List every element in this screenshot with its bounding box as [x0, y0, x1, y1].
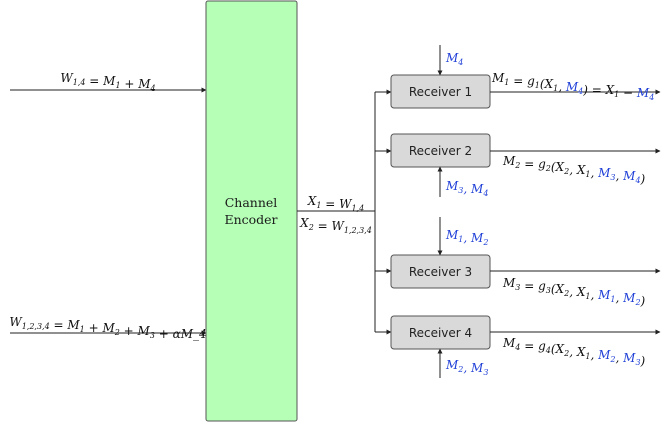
receiver-4-label: Receiver 4 [409, 326, 472, 340]
x2-label: X2 = W1,2,3,4 [299, 216, 372, 235]
decoder-2-label: M2 = g2(X2, X1, M3, M4) [502, 154, 646, 186]
input-bottom-label: W1,2,3,4 = M1 + M2 + M3 + αM_4 [9, 315, 206, 341]
decoder-1-label: M1 = g1(X1, M4) = X1 − M4 [491, 71, 654, 102]
encoder-label-line2: Encoder [224, 212, 277, 227]
side-info-2: M3, M4 [445, 179, 488, 198]
receiver-2-label: Receiver 2 [409, 144, 472, 158]
side-info-3: M1, M2 [445, 228, 488, 247]
x1-label: X1 = W1,4 [307, 194, 364, 213]
encoder-label-line1: Channel [225, 195, 278, 210]
side-info-1: M4 [445, 51, 463, 67]
receiver-1-label: Receiver 1 [409, 85, 472, 99]
side-info-4: M2, M3 [445, 358, 488, 377]
decoder-4-label: M4 = g4(X2, X1, M2, M3) [502, 336, 646, 368]
receiver-3-label: Receiver 3 [409, 265, 472, 279]
input-top-label: W1,4 = M1 + M4 [60, 71, 155, 93]
channel-encoder-block [205, 0, 298, 422]
decoder-3-label: M3 = g3(X2, X1, M1, M2) [502, 276, 646, 308]
